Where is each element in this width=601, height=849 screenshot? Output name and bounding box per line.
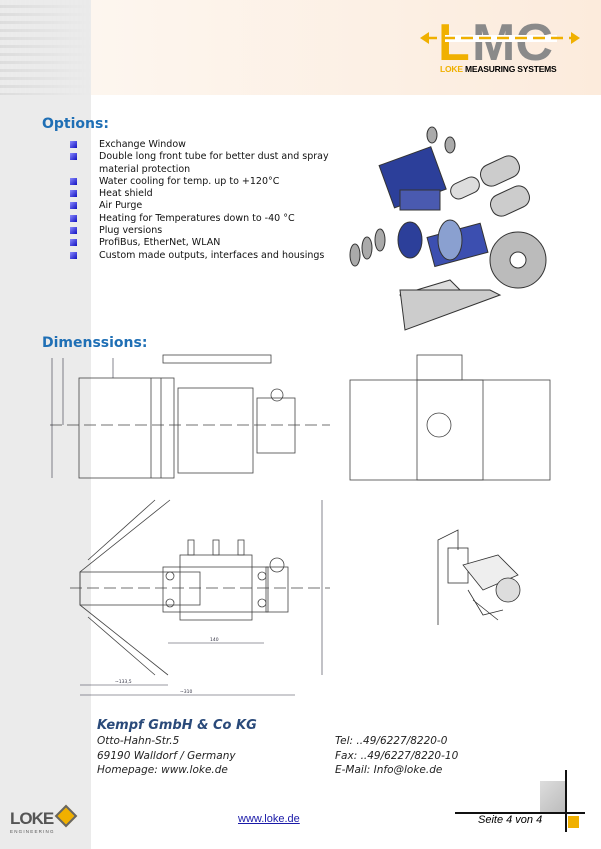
accent-square bbox=[568, 816, 579, 828]
website-link[interactable]: www.loke.de bbox=[238, 813, 300, 825]
vertical-rule bbox=[565, 770, 567, 832]
exploded-product-image bbox=[349, 126, 547, 331]
fax: Fax: ..49/6227/8220-10 bbox=[335, 749, 459, 762]
street: Otto-Hahn-Str.5 bbox=[97, 735, 180, 747]
corner-image bbox=[540, 781, 566, 813]
homepage: Homepage: www.loke.de bbox=[97, 764, 228, 776]
list-item: ProfiBus, EtherNet, WLAN bbox=[70, 237, 340, 249]
bullet-icon bbox=[70, 251, 77, 259]
bullet-icon bbox=[70, 202, 77, 210]
svg-text:MC: MC bbox=[472, 14, 553, 64]
options-heading: Options: bbox=[42, 116, 109, 132]
dimensions-heading: Dimenssions: bbox=[42, 335, 148, 351]
list-item: Exchange Window bbox=[70, 139, 340, 151]
telephone: Tel: ..49/6227/8220-0 bbox=[335, 735, 448, 747]
decorative-stripes bbox=[0, 0, 91, 95]
list-item: Heating for Temperatures down to -40 °C bbox=[70, 213, 340, 225]
header-band bbox=[91, 0, 601, 95]
dimension-label: ~310 bbox=[180, 689, 192, 695]
city: 69190 Walldorf / Germany bbox=[97, 749, 236, 762]
bullet-icon bbox=[70, 227, 77, 235]
isometric-drawing bbox=[437, 529, 521, 625]
bullet-icon bbox=[70, 239, 77, 247]
dimension-label: 140 bbox=[210, 637, 219, 643]
company-name: Kempf GmbH & Co KG bbox=[97, 718, 257, 733]
brand-suffix: MEASURING SYSTEMS bbox=[464, 64, 557, 74]
bullet-icon bbox=[70, 141, 77, 148]
list-item: Air Purge bbox=[70, 200, 340, 212]
brand-prefix: LOKE bbox=[440, 64, 463, 74]
top-view-drawing: 140 ~133,5 ~310 bbox=[70, 499, 330, 696]
bullet-icon bbox=[70, 190, 77, 198]
page-number: Seite 4 von 4 bbox=[478, 814, 543, 826]
lmc-logo: L MC LOKE MEASURING SYSTEMS bbox=[420, 14, 580, 80]
bullet-icon bbox=[70, 177, 77, 185]
email: E-Mail: Info@loke.de bbox=[335, 764, 443, 776]
front-view-drawing bbox=[349, 354, 551, 481]
bullet-icon bbox=[70, 214, 77, 222]
horizontal-rule bbox=[455, 812, 585, 814]
options-list: Exchange Window Double long front tube f… bbox=[70, 139, 340, 262]
list-item: Plug versions bbox=[70, 225, 340, 237]
dimension-label: ~133,5 bbox=[115, 679, 132, 685]
svg-text:L: L bbox=[438, 14, 470, 64]
side-view-drawing bbox=[50, 354, 330, 479]
list-item: Custom made outputs, interfaces and hous… bbox=[70, 250, 340, 262]
company-contact: Tel: ..49/6227/8220-0 Fax: ..49/6227/822… bbox=[335, 734, 458, 778]
company-address: Kempf GmbH & Co KG Otto-Hahn-Str.5 69190… bbox=[97, 717, 257, 778]
list-item: Heat shield bbox=[70, 188, 340, 200]
loke-engineering-logo: LOKE ENGINEERING bbox=[10, 804, 78, 834]
list-item: Water cooling for temp. up to +120°C bbox=[70, 176, 340, 188]
bullet-icon bbox=[70, 153, 77, 161]
list-item: Double long front tube for better dust a… bbox=[70, 151, 340, 176]
